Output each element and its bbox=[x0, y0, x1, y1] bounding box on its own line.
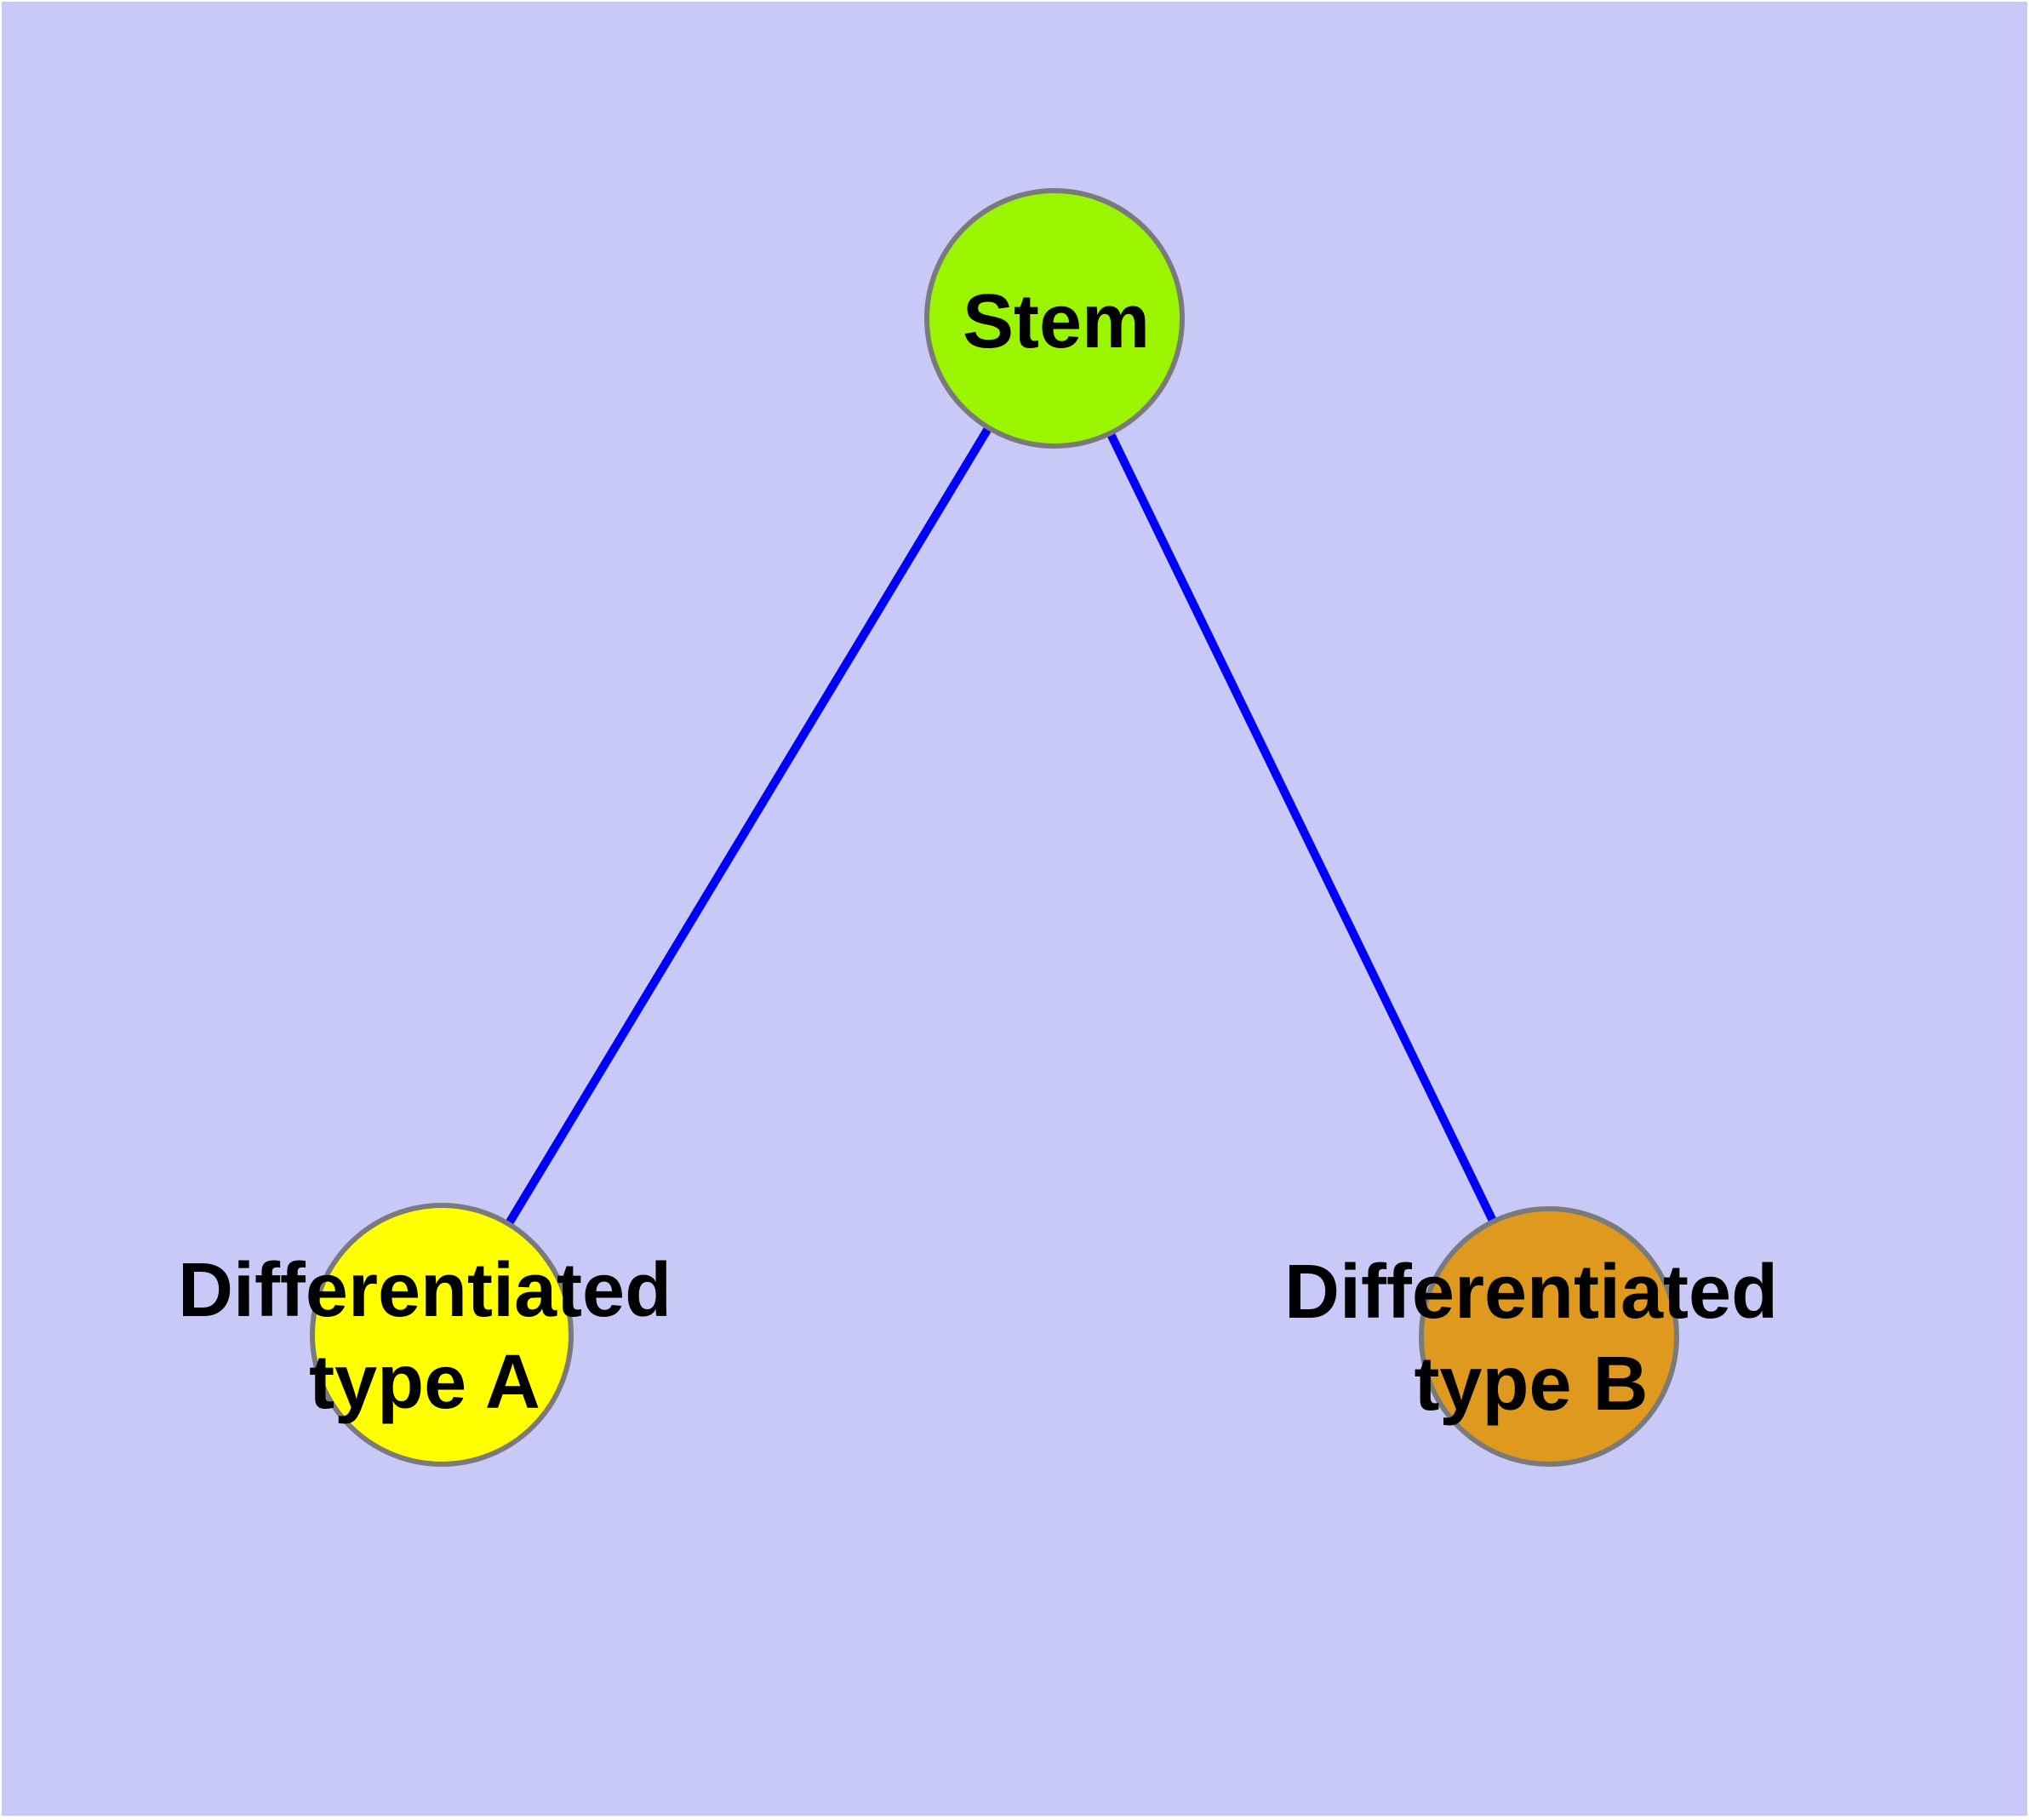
nodes bbox=[310, 188, 1679, 1467]
edges bbox=[437, 316, 1553, 1339]
node-differentiated-type-b bbox=[1419, 1206, 1679, 1467]
node-differentiated-type-a bbox=[310, 1203, 574, 1467]
node-stem bbox=[924, 188, 1185, 449]
edge-stem-to-type-b bbox=[1050, 316, 1553, 1339]
edge-stem-to-type-a bbox=[437, 316, 1059, 1337]
